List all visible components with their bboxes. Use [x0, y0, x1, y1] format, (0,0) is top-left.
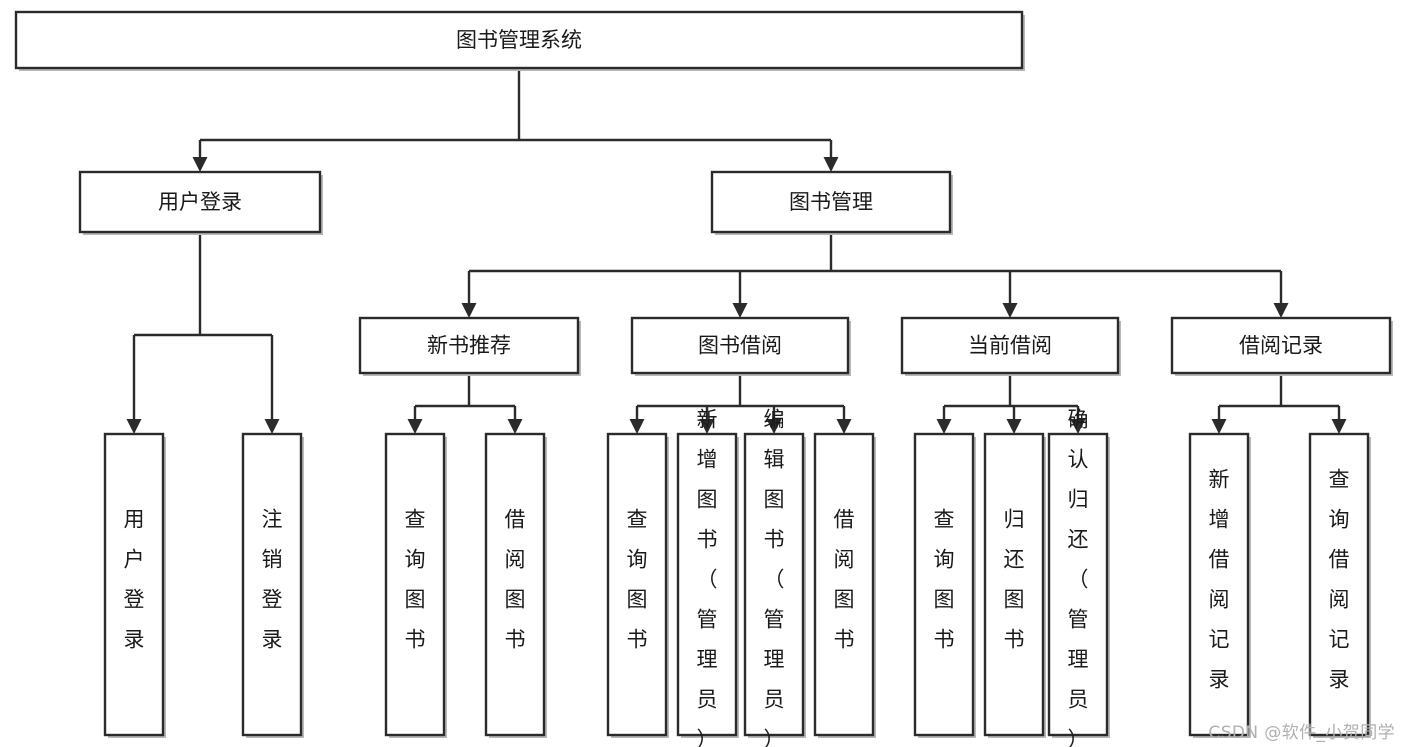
node-box — [606, 432, 668, 737]
node-label: 借阅记录 — [1239, 334, 1323, 358]
node-label: 查询图书 — [627, 508, 648, 652]
node-label: 归还图书 — [1004, 508, 1025, 652]
node-label: 图书借阅 — [698, 334, 782, 358]
node-label: 查询图书 — [934, 508, 955, 652]
node-label: 注销登录 — [262, 508, 283, 652]
node-book-manage[interactable]: 图书管理 — [710, 170, 953, 235]
connector-layer — [126, 68, 1347, 434]
node-box — [900, 316, 1120, 375]
node-box — [676, 432, 738, 737]
node-label: 用户登录 — [158, 190, 242, 214]
node-leaf-logout[interactable]: 注销登录 — [241, 432, 304, 738]
node-box — [1308, 432, 1370, 737]
node-box — [743, 432, 805, 737]
node-box — [14, 10, 1024, 70]
csdn-watermark: CSDN @软件_小贺同学 — [1208, 723, 1395, 743]
node-current-borrow[interactable]: 当前借阅 — [900, 316, 1121, 376]
node-new-book-rec[interactable]: 新书推荐 — [358, 316, 581, 376]
node-label: 借阅图书 — [505, 508, 526, 652]
node-book-borrow[interactable]: 图书借阅 — [630, 316, 851, 376]
node-leaf-add-book[interactable]: 新增图书（管理员） — [676, 408, 739, 747]
node-leaf-return-book[interactable]: 归还图书 — [983, 432, 1046, 738]
node-label: 图书管理 — [789, 190, 873, 214]
node-label: 确认归还（管理员） — [1068, 408, 1089, 747]
node-label: 查询借阅记录 — [1329, 468, 1350, 692]
node-box — [241, 432, 303, 737]
node-label: 图书管理系统 — [456, 28, 582, 52]
node-root[interactable]: 图书管理系统 — [14, 10, 1025, 71]
node-leaf-add-record[interactable]: 新增借阅记录 — [1188, 432, 1251, 738]
node-leaf-query-book-1[interactable]: 查询图书 — [384, 432, 447, 738]
node-label: 查询图书 — [405, 508, 426, 652]
node-label: 当前借阅 — [968, 334, 1052, 358]
node-borrow-record[interactable]: 借阅记录 — [1170, 316, 1393, 376]
node-leaf-edit-book[interactable]: 编辑图书（管理员） — [743, 408, 806, 747]
node-box — [103, 432, 165, 737]
node-box — [813, 432, 875, 737]
node-leaf-borrow-book-2[interactable]: 借阅图书 — [813, 432, 876, 738]
node-box — [384, 432, 446, 737]
node-leaf-confirm-return[interactable]: 确认归还（管理员） — [1047, 408, 1110, 747]
node-layer: 图书管理系统用户登录图书管理新书推荐图书借阅当前借阅借阅记录用户登录注销登录查询… — [14, 10, 1393, 747]
node-leaf-query-book-3[interactable]: 查询图书 — [913, 432, 976, 738]
node-box — [710, 170, 952, 234]
node-box — [983, 432, 1045, 737]
node-box — [913, 432, 975, 737]
node-label: 编辑图书（管理员） — [764, 408, 785, 747]
node-box — [1188, 432, 1250, 737]
node-leaf-query-book-2[interactable]: 查询图书 — [606, 432, 669, 738]
node-box — [484, 432, 546, 737]
node-leaf-borrow-book-1[interactable]: 借阅图书 — [484, 432, 547, 738]
node-label: 用户登录 — [124, 508, 145, 652]
node-box — [358, 316, 580, 375]
node-label: 新增图书（管理员） — [697, 408, 718, 747]
node-user-login[interactable]: 用户登录 — [78, 170, 323, 235]
node-label: 新书推荐 — [427, 334, 511, 358]
node-box — [1047, 432, 1109, 737]
node-label: 借阅图书 — [834, 508, 855, 652]
node-leaf-query-record[interactable]: 查询借阅记录 — [1308, 432, 1371, 738]
node-box — [78, 170, 322, 234]
node-box — [1170, 316, 1392, 375]
node-label: 新增借阅记录 — [1209, 468, 1230, 692]
node-box — [630, 316, 850, 375]
node-leaf-user-login[interactable]: 用户登录 — [103, 432, 166, 738]
